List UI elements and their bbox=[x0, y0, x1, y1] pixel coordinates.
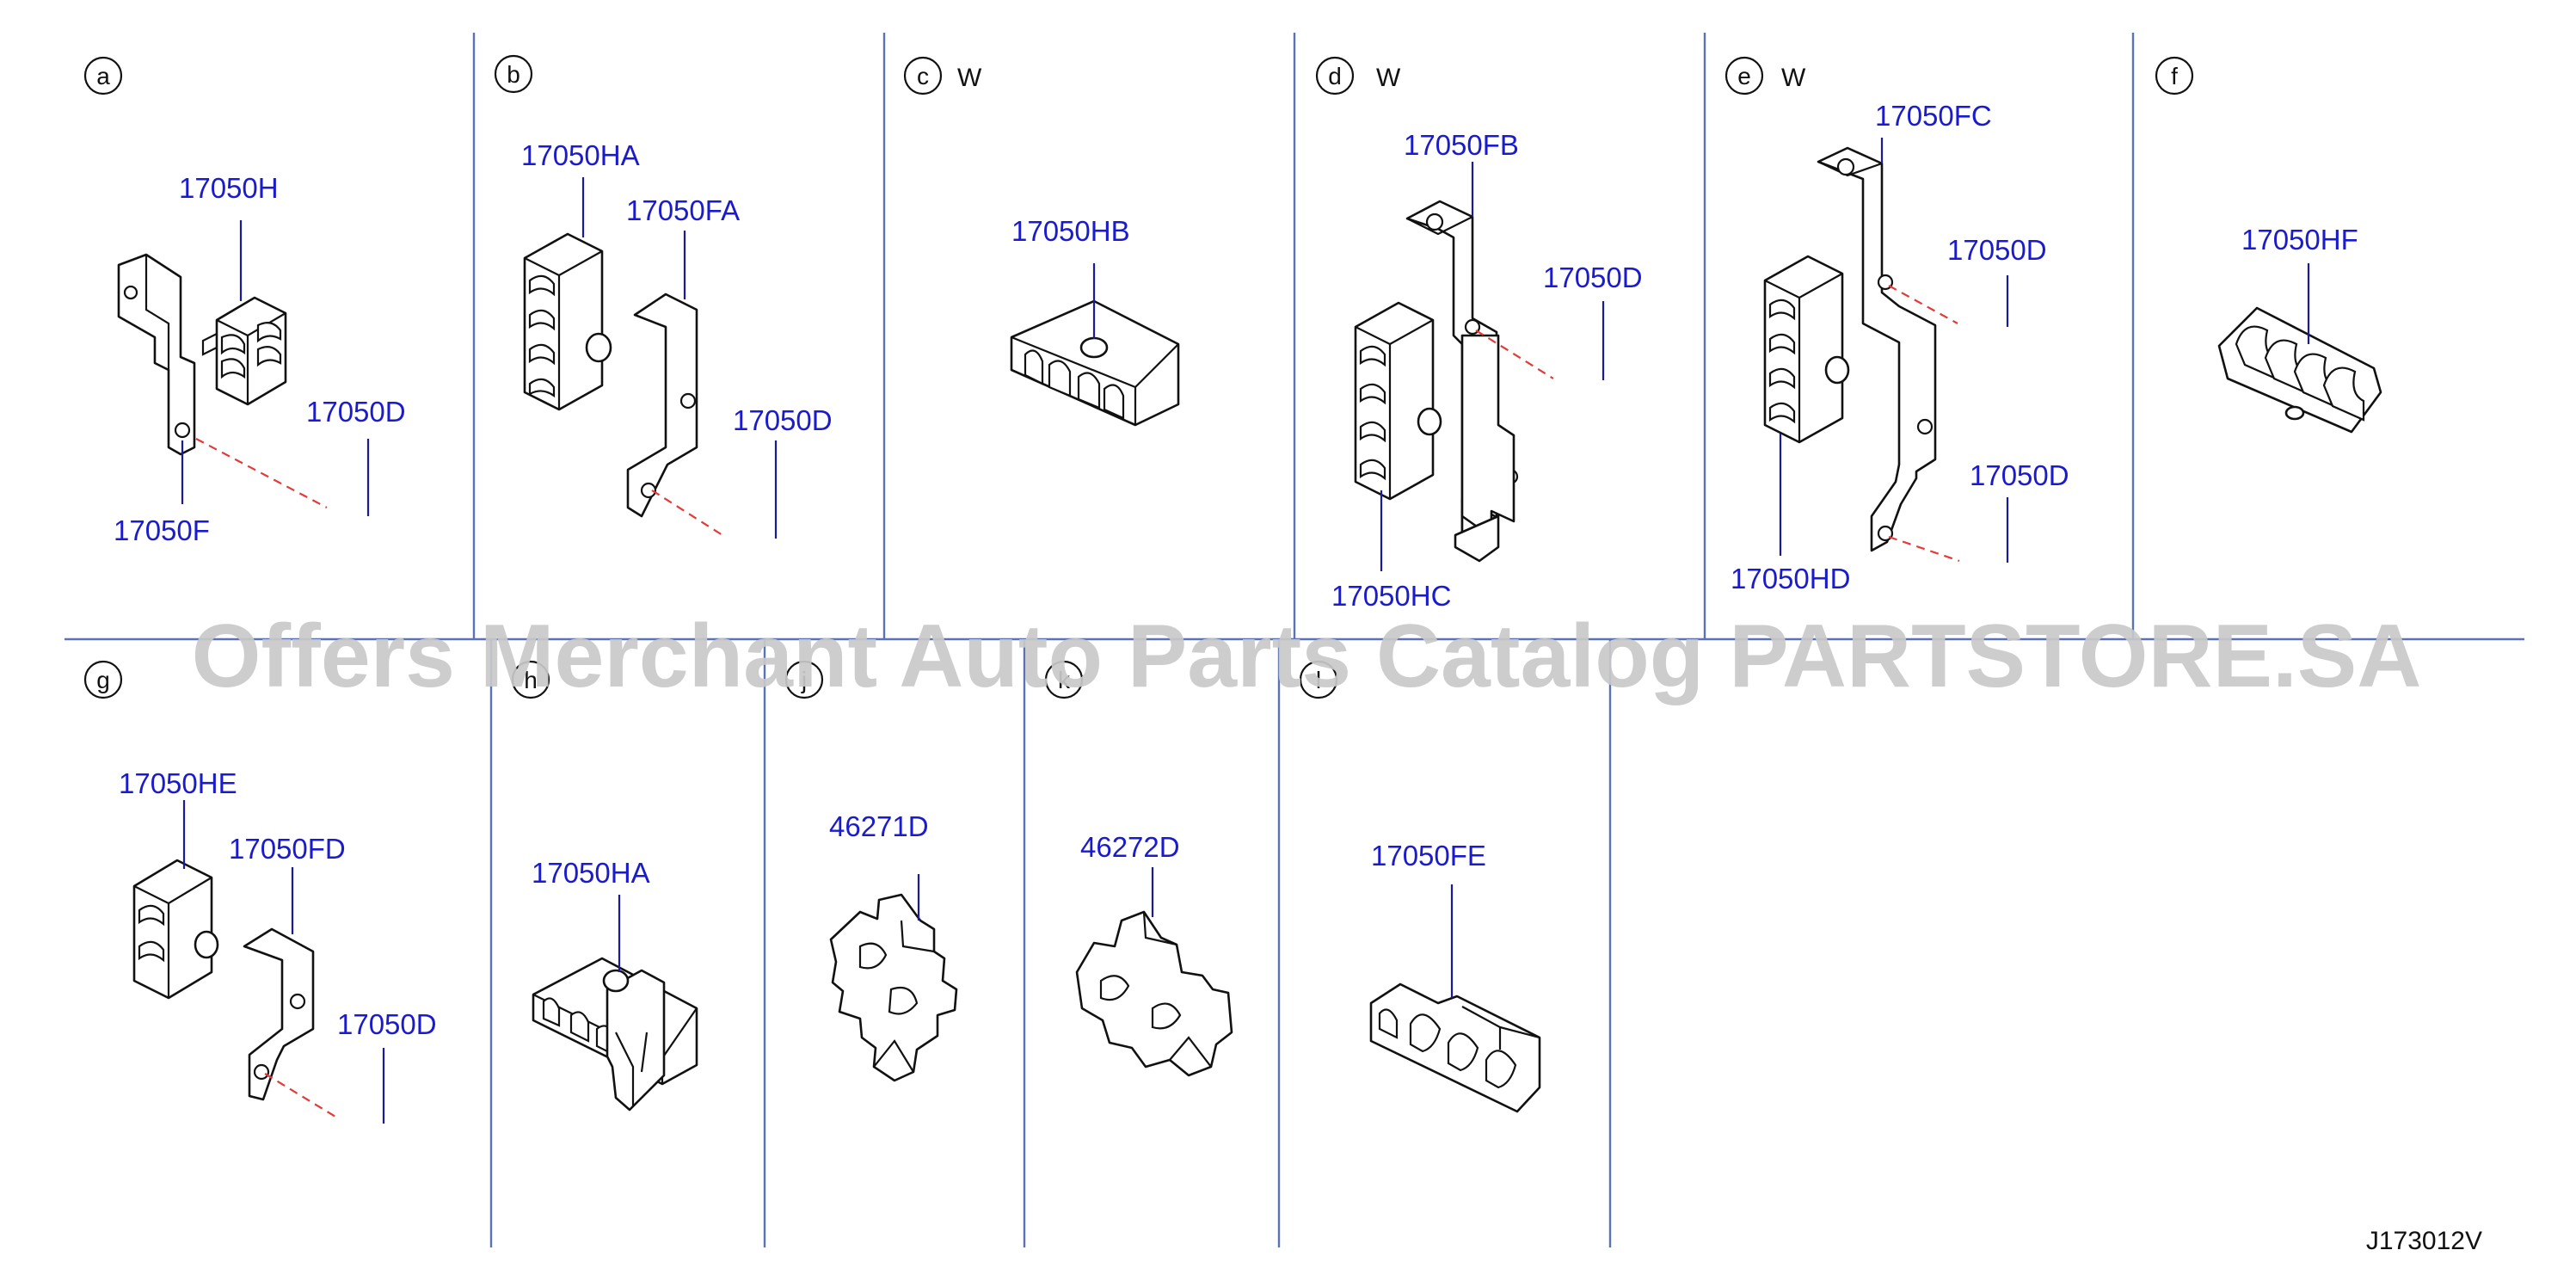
panel-badge-h: h bbox=[511, 660, 550, 699]
panel-b: 17050HA 17050FA 17050D bbox=[521, 139, 833, 539]
clip-17050HE-drawing bbox=[132, 859, 213, 1000]
panel-letter: e bbox=[1737, 63, 1751, 89]
part-number-label[interactable]: 17050H bbox=[179, 172, 279, 204]
panel-l: 17050FE bbox=[1369, 840, 1541, 1113]
part-number-label[interactable]: 17050D bbox=[306, 396, 406, 428]
panel-c: 17050HB bbox=[1010, 215, 1180, 427]
panel-d: 17050FB 17050D 17050HC bbox=[1331, 129, 1643, 612]
part-number-label[interactable]: 17050HF bbox=[2241, 224, 2358, 256]
part-number-label[interactable]: 17050D bbox=[1543, 262, 1643, 293]
panel-badge-b: b bbox=[494, 54, 533, 94]
part-number-label[interactable]: 17050D bbox=[1970, 459, 2069, 491]
panel-j: 46271D bbox=[829, 810, 958, 1082]
panel-e: 17050FC 17050D 17050D 17050HD bbox=[1731, 100, 2069, 594]
bracket-17050FD-drawing bbox=[243, 927, 315, 1101]
part-number-label[interactable]: 17050F bbox=[114, 514, 210, 546]
diagram-code: J173012V bbox=[2366, 1227, 2482, 1255]
panel-letter: b bbox=[507, 61, 520, 88]
panel-badge-f: f bbox=[2155, 56, 2194, 95]
panel-letter: h bbox=[524, 667, 538, 693]
watermark-text: Offers Merchant Auto Parts Catalog PARTS… bbox=[192, 607, 2422, 706]
grid-lines bbox=[65, 33, 2524, 1247]
panel-letter: a bbox=[96, 63, 110, 89]
panel-h: 17050HA bbox=[532, 857, 698, 1112]
panel-badge-d: d W bbox=[1315, 56, 1401, 95]
panel-w-marker: W bbox=[1781, 64, 1806, 92]
panel-letter: g bbox=[96, 667, 110, 693]
panel-f: 17050HF bbox=[2217, 224, 2382, 434]
panel-w-marker: W bbox=[1376, 64, 1401, 92]
panel-badge-g: g bbox=[83, 660, 123, 699]
panel-g: 17050HE 17050FD 17050D bbox=[119, 767, 437, 1124]
panel-letter: l bbox=[1316, 667, 1321, 693]
part-number-label[interactable]: 17050FD bbox=[229, 833, 346, 865]
part-number-label[interactable]: 17050D bbox=[733, 404, 833, 436]
panel-badge-l: l bbox=[1299, 660, 1338, 699]
part-number-label[interactable]: 17050FE bbox=[1371, 840, 1486, 871]
part-number-label[interactable]: 17050FB bbox=[1404, 129, 1519, 161]
bracket-17050F-drawing bbox=[117, 253, 196, 456]
panel-badge-k: k bbox=[1044, 660, 1084, 699]
part-number-label[interactable]: 46272D bbox=[1080, 831, 1180, 863]
panel-a: 17050H 17050D 17050F bbox=[114, 172, 406, 546]
part-number-label[interactable]: 17050HA bbox=[521, 139, 640, 171]
panel-badge-a: a bbox=[83, 56, 123, 95]
bracket-17050FC-drawing bbox=[1817, 146, 1937, 552]
panel-letter: k bbox=[1058, 667, 1071, 693]
panel-k: 46272D bbox=[1075, 831, 1233, 1077]
grommet-46272D-drawing bbox=[1075, 910, 1233, 1077]
bracket-17050FA-drawing bbox=[626, 293, 698, 518]
panel-badge-c: c W bbox=[903, 56, 982, 95]
panel-letter: d bbox=[1328, 63, 1342, 89]
part-number-label[interactable]: 17050HA bbox=[532, 857, 650, 889]
panel-letter-badges: a b c W d W e W f g h bbox=[83, 54, 2194, 699]
panel-w-marker: W bbox=[957, 64, 982, 92]
part-number-label[interactable]: 17050HD bbox=[1731, 563, 1850, 594]
part-number-label[interactable]: 17050HE bbox=[119, 767, 237, 799]
panel-letter: c bbox=[917, 63, 929, 89]
part-number-label[interactable]: 17050FC bbox=[1875, 100, 1992, 132]
part-number-label[interactable]: 17050HB bbox=[1011, 215, 1130, 247]
panel-badge-j: j bbox=[784, 660, 824, 699]
part-number-label[interactable]: 17050FA bbox=[626, 194, 740, 226]
part-number-label[interactable]: 17050D bbox=[1947, 234, 2047, 266]
part-number-label[interactable]: 17050D bbox=[337, 1008, 437, 1040]
panel-letter: f bbox=[2171, 63, 2178, 89]
part-number-label[interactable]: 46271D bbox=[829, 810, 929, 842]
part-number-label[interactable]: 17050HC bbox=[1331, 580, 1451, 612]
panel-letter: j bbox=[801, 667, 807, 693]
panel-badge-e: e W bbox=[1725, 56, 1806, 95]
